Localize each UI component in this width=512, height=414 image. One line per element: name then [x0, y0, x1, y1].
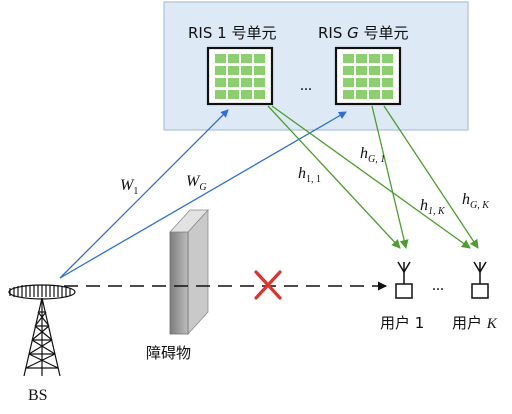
label-h1k: h1, K [420, 197, 446, 217]
bs-label: BS [28, 387, 48, 404]
user-k-label: 用户 K [452, 314, 498, 332]
user-k-terminal-icon [471, 261, 489, 299]
link-hg1-arrow [371, 105, 409, 249]
link-w1-arrow [59, 109, 229, 279]
label-hg1: hG, 1 [360, 145, 385, 165]
link-wg-arrow [59, 111, 347, 279]
obstacle [169, 208, 209, 336]
user-1-label: 用户 1 [380, 314, 424, 332]
ris-unit-1 [206, 46, 274, 106]
obstacle-label: 障碍物 [146, 344, 191, 362]
label-h11: h1, 1 [298, 165, 321, 185]
ris-panel: RIS 1 号单元 RIS G 号单元 ... [163, 1, 469, 131]
label-hgk: hG, K [462, 191, 490, 211]
link-hgk-arrow [383, 105, 479, 249]
ris-ellipsis: ... [300, 77, 312, 94]
label-w1: W1 [120, 177, 138, 197]
users-ellipsis: ... [432, 277, 444, 294]
link-h1k-arrow [271, 105, 471, 249]
user-1-terminal-icon [395, 261, 413, 299]
ris-unit-g-label: RIS G 号单元 [318, 24, 409, 42]
blocked-x-icon [254, 270, 282, 300]
link-h11-arrow [267, 105, 401, 249]
label-wg: WG [186, 173, 207, 193]
bs-tower-icon [8, 284, 76, 377]
ris-unit-g [334, 46, 402, 106]
ris-unit-1-label: RIS 1 号单元 [188, 24, 276, 42]
